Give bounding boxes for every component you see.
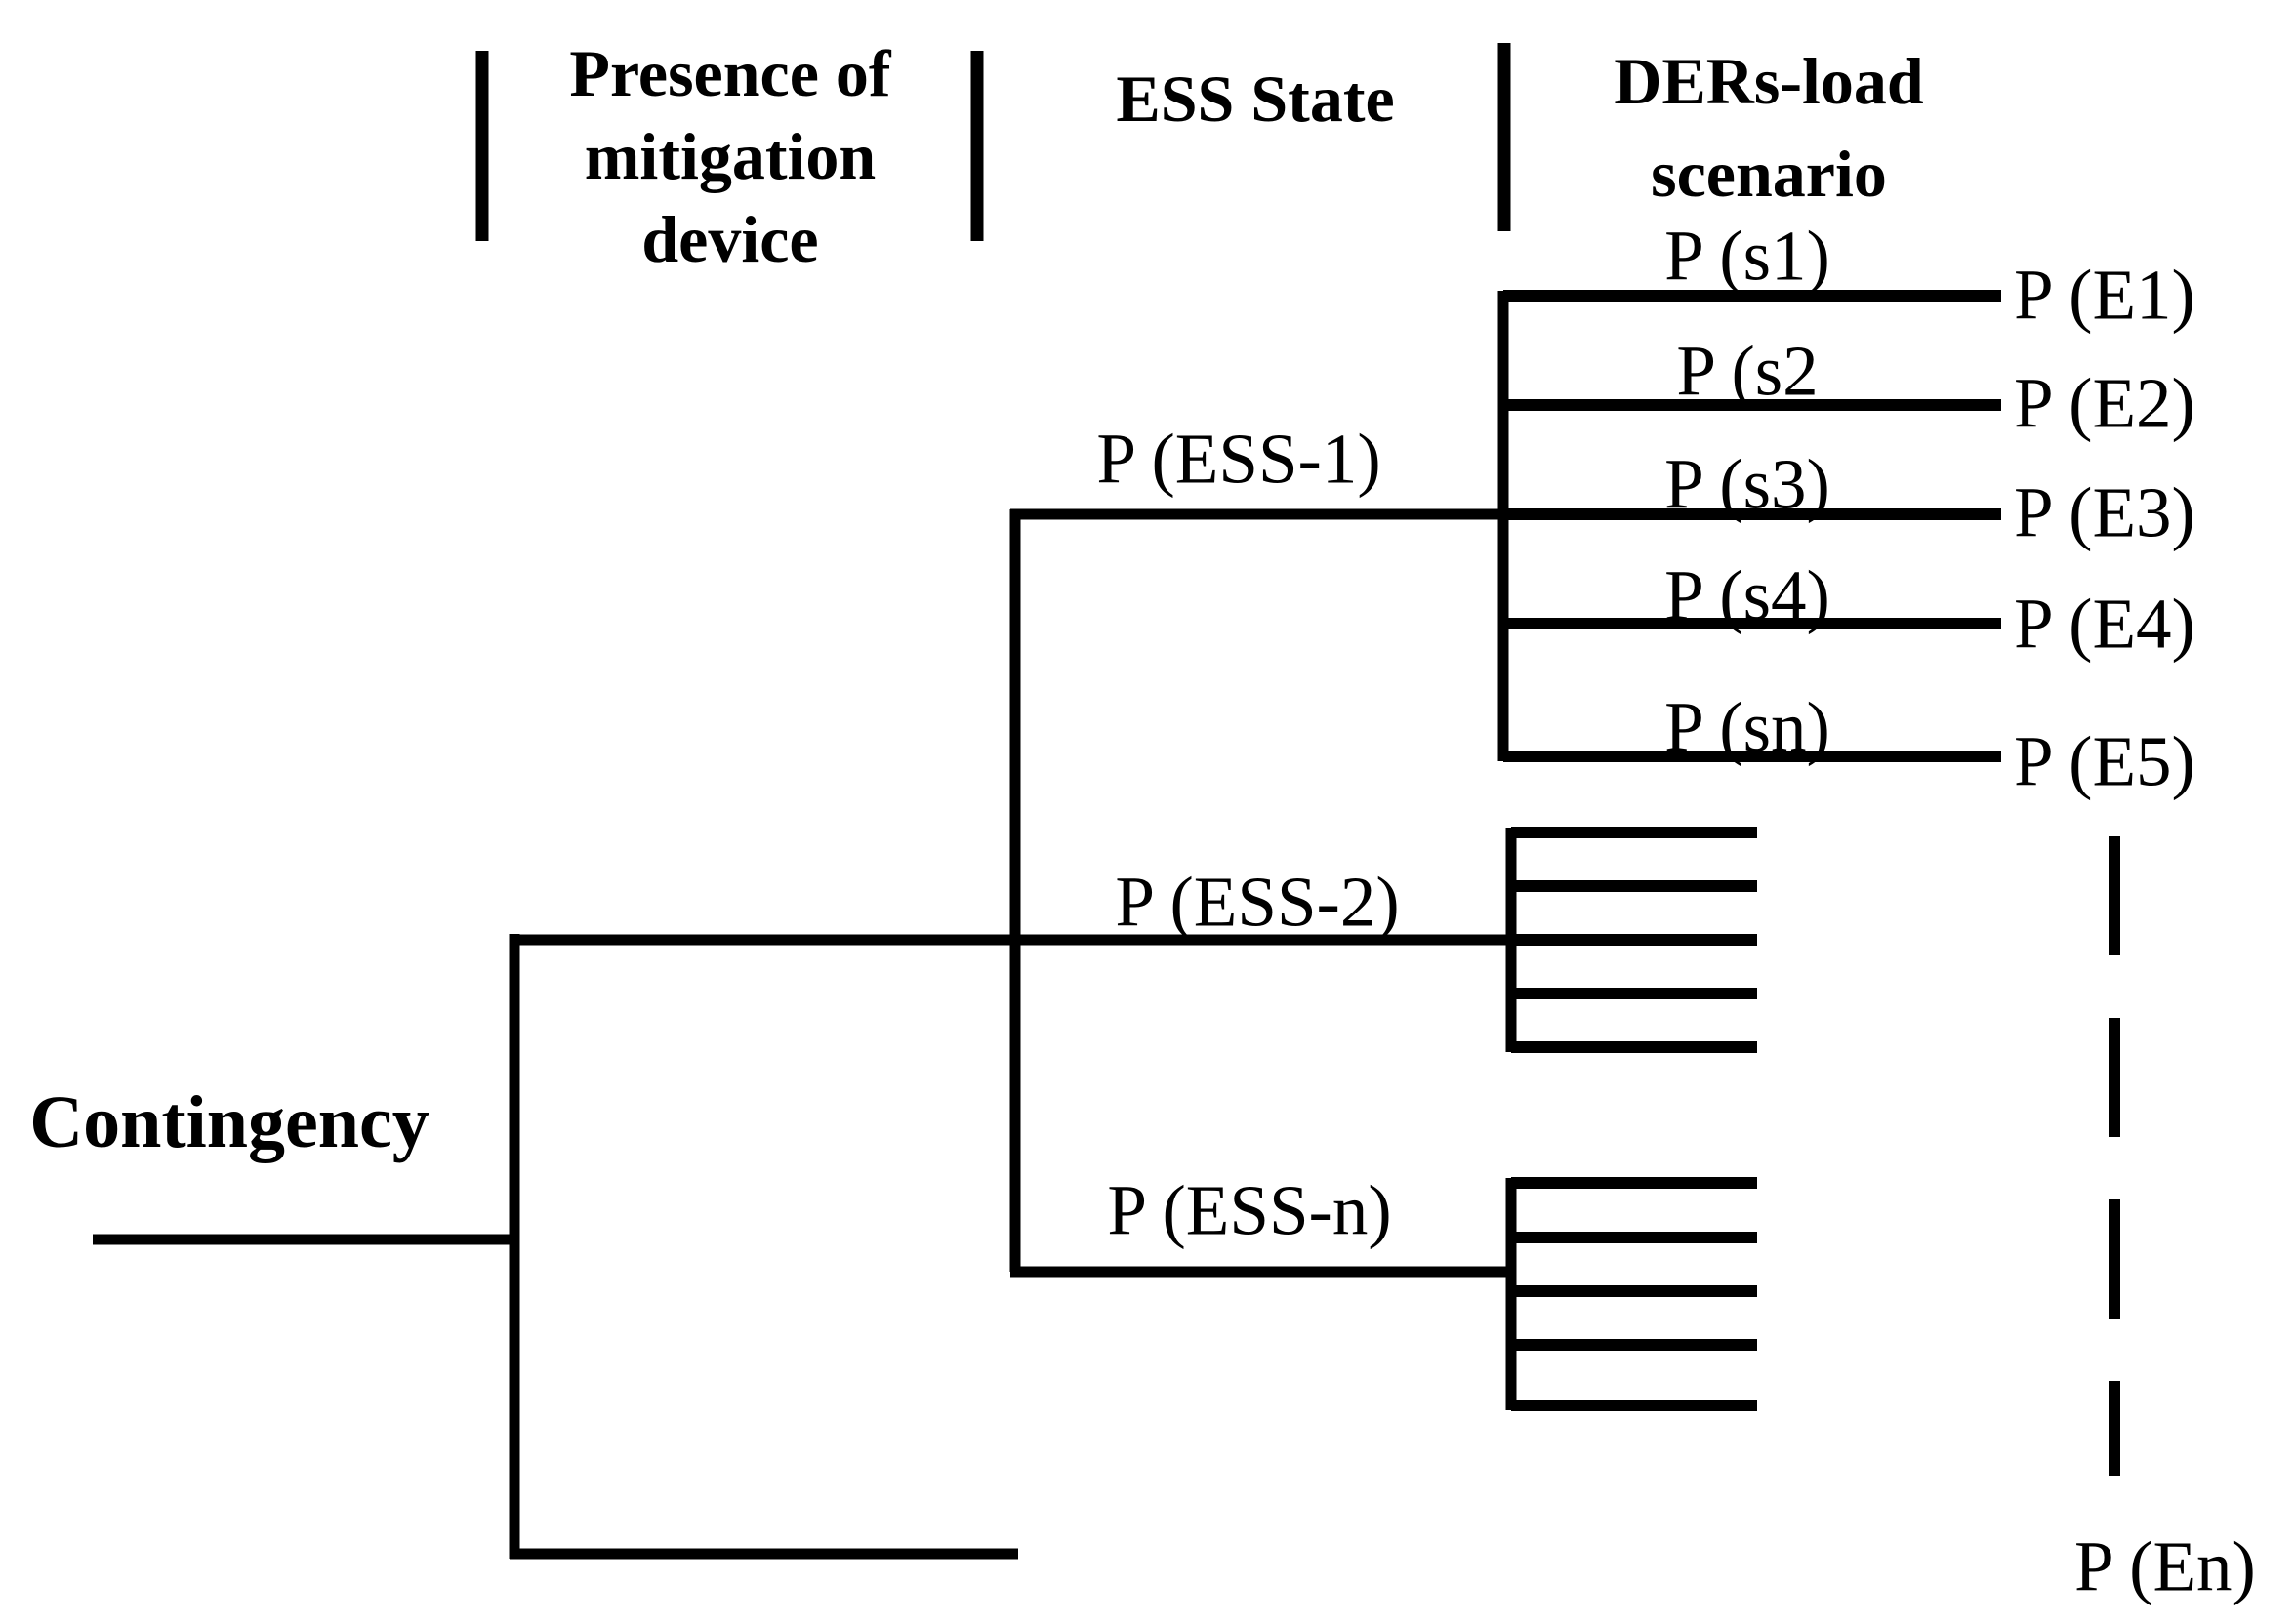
endpoint-e1-label: P (E1) — [2014, 255, 2195, 335]
header-line: DERs-load — [1614, 44, 1924, 118]
scenario-s1-label: P (s1) — [1664, 216, 1830, 296]
essn-branch-label: P (ESS-n) — [1107, 1170, 1392, 1250]
endpoint-e5-label: P (E5) — [2014, 721, 2195, 801]
ess2-branch-label: P (ESS-2) — [1115, 862, 1400, 942]
endpoint-e2-label: P (E2) — [2014, 363, 2195, 443]
column-header-ders-load-scenario: DERs-load scenario — [1525, 35, 2013, 221]
scenario-s4-label: P (s4) — [1664, 555, 1830, 635]
header-line: scenario — [1651, 137, 1887, 211]
header-line: mitigation — [584, 119, 877, 193]
header-line: Presence of — [569, 36, 891, 110]
contingency-label: Contingency — [29, 1081, 430, 1163]
scenario-s2-label: P (s2 — [1676, 331, 1819, 411]
scenario-s3-label: P (s3) — [1664, 444, 1830, 524]
header-line: device — [641, 202, 819, 276]
column-header-mitigation-device: Presence of mitigation device — [476, 32, 984, 281]
endpoint-e4-label: P (E4) — [2014, 584, 2195, 664]
endpoint-e3-label: P (E3) — [2014, 472, 2195, 552]
ess1-branch-label: P (ESS-1) — [1096, 419, 1381, 499]
column-header-ess-state: ESS State — [1116, 61, 1395, 136]
scenario-sn-label: P (sn) — [1664, 687, 1830, 767]
endpoint-en-label: P (En) — [2074, 1526, 2256, 1606]
